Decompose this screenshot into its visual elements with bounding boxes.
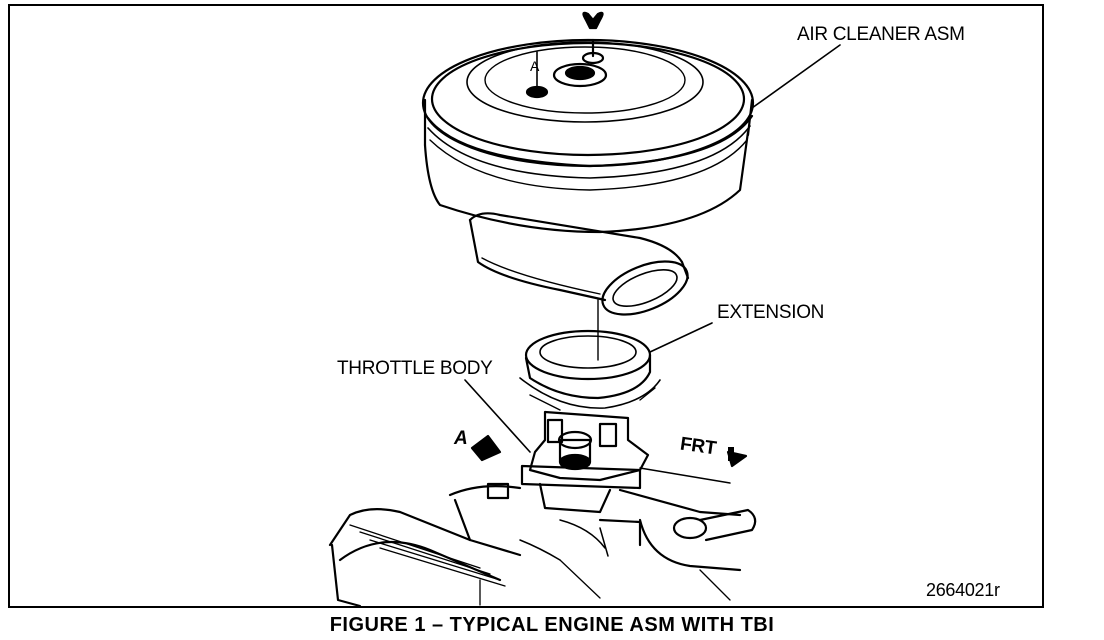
extension-ring — [519, 329, 661, 411]
view-a-mark: A — [530, 58, 540, 74]
engine-intake — [328, 482, 757, 608]
air-cleaner-label: AIR CLEANER ASM — [797, 24, 965, 45]
figure-caption: FIGURE 1 – TYPICAL ENGINE ASM WITH TBI — [329, 614, 775, 636]
throttle-body-label: THROTTLE BODY — [337, 358, 493, 379]
figure-number: 2664021r — [926, 580, 1000, 600]
throttle-body — [520, 410, 650, 514]
figure-frame — [8, 4, 1044, 608]
direction-arrow-icon — [470, 434, 502, 462]
extension-label: EXTENSION — [717, 302, 825, 323]
view-arrow-label: A — [454, 428, 468, 449]
wing-nut-icon — [582, 11, 604, 30]
air-cleaner-assembly — [421, 11, 755, 316]
